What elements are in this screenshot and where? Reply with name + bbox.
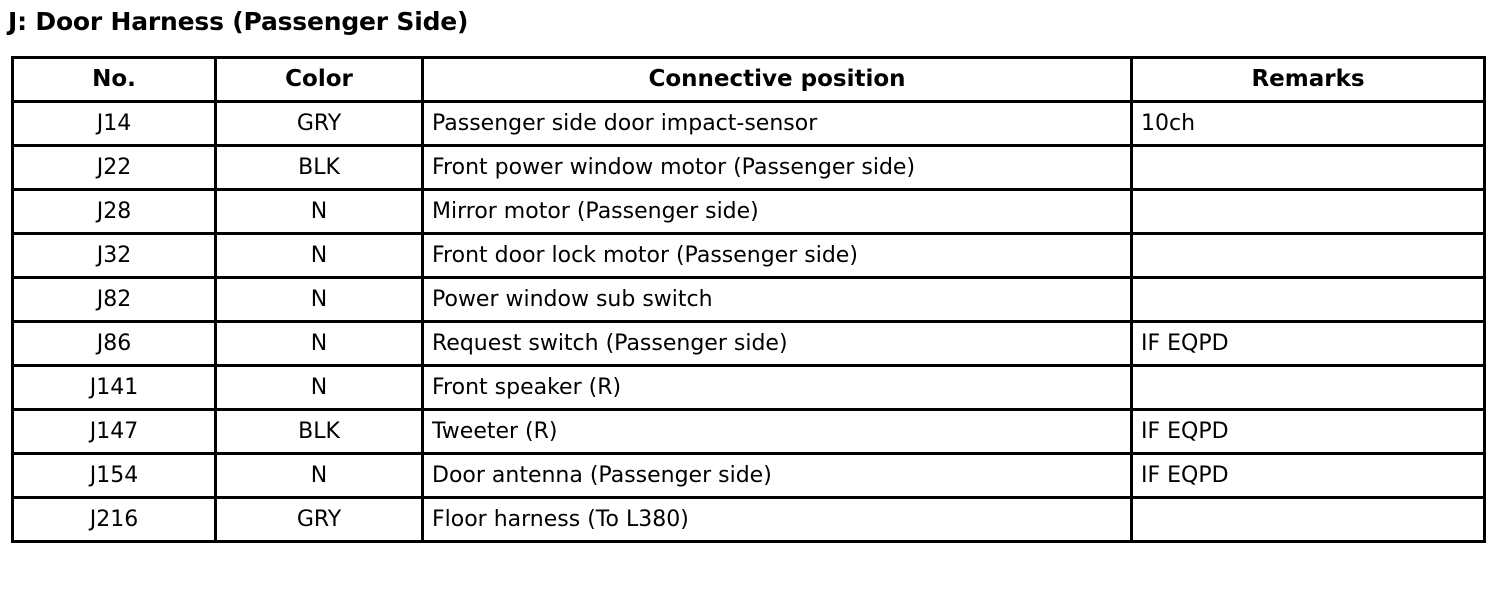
- cell-remarks: [1130, 188, 1486, 235]
- cell-no: J32: [11, 232, 217, 279]
- door-harness-table: No. Color Connective position Remarks J1…: [11, 56, 1486, 543]
- cell-remarks: [1130, 364, 1486, 411]
- cell-connective-position: Request switch (Passenger side): [421, 320, 1133, 367]
- cell-color: BLK: [214, 144, 424, 191]
- cell-connective-position: Floor harness (To L380): [421, 496, 1133, 543]
- cell-remarks: [1130, 232, 1486, 279]
- cell-no: J22: [11, 144, 217, 191]
- cell-connective-position: Front power window motor (Passenger side…: [421, 144, 1133, 191]
- cell-color: N: [214, 188, 424, 235]
- cell-no: J154: [11, 452, 217, 499]
- cell-no: J14: [11, 100, 217, 147]
- cell-no: J216: [11, 496, 217, 543]
- cell-connective-position: Front door lock motor (Passenger side): [421, 232, 1133, 279]
- cell-no: J86: [11, 320, 217, 367]
- cell-color: N: [214, 276, 424, 323]
- cell-remarks: [1130, 496, 1486, 543]
- cell-remarks: 10ch: [1130, 100, 1486, 147]
- column-header-remarks: Remarks: [1130, 56, 1486, 103]
- cell-remarks: [1130, 276, 1486, 323]
- cell-color: N: [214, 232, 424, 279]
- cell-color: N: [214, 452, 424, 499]
- cell-connective-position: Power window sub switch: [421, 276, 1133, 323]
- cell-connective-position: Mirror motor (Passenger side): [421, 188, 1133, 235]
- cell-no: J141: [11, 364, 217, 411]
- cell-no: J82: [11, 276, 217, 323]
- cell-color: N: [214, 320, 424, 367]
- column-header-color: Color: [214, 56, 424, 103]
- cell-color: GRY: [214, 100, 424, 147]
- page-title: J: Door Harness (Passenger Side): [8, 7, 469, 36]
- cell-color: GRY: [214, 496, 424, 543]
- cell-connective-position: Door antenna (Passenger side): [421, 452, 1133, 499]
- cell-color: BLK: [214, 408, 424, 455]
- cell-remarks: IF EQPD: [1130, 408, 1486, 455]
- cell-connective-position: Tweeter (R): [421, 408, 1133, 455]
- cell-no: J147: [11, 408, 217, 455]
- table-header-row: No. Color Connective position Remarks: [11, 56, 1486, 103]
- cell-no: J28: [11, 188, 217, 235]
- cell-connective-position: Passenger side door impact-sensor: [421, 100, 1133, 147]
- cell-connective-position: Front speaker (R): [421, 364, 1133, 411]
- cell-remarks: [1130, 144, 1486, 191]
- column-header-no: No.: [11, 56, 217, 103]
- cell-remarks: IF EQPD: [1130, 320, 1486, 367]
- cell-remarks: IF EQPD: [1130, 452, 1486, 499]
- cell-color: N: [214, 364, 424, 411]
- column-header-position: Connective position: [421, 56, 1133, 103]
